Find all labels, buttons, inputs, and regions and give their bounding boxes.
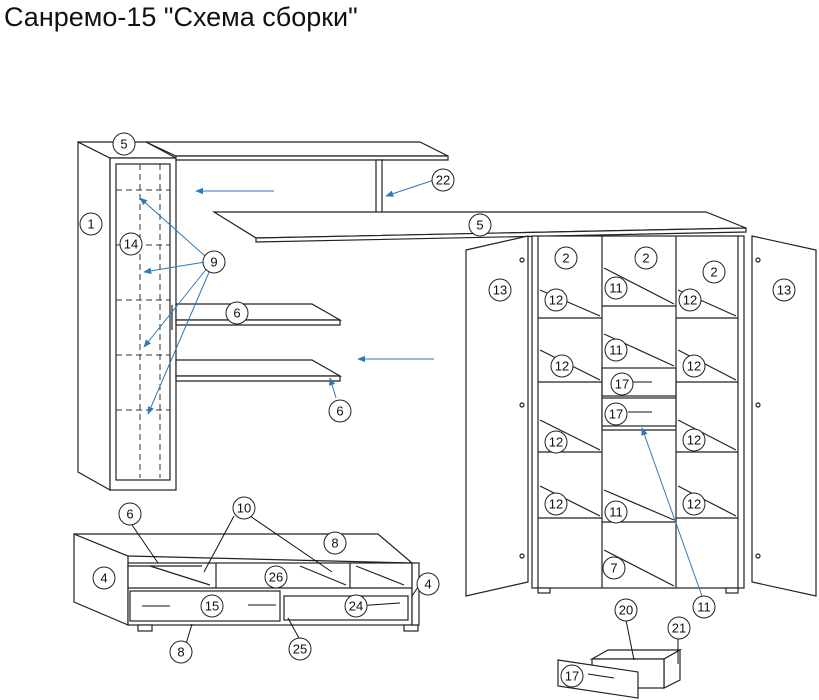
leader-lines xyxy=(129,515,679,664)
callout: 6 xyxy=(118,502,142,526)
svg-text:22: 22 xyxy=(436,173,450,188)
svg-text:12: 12 xyxy=(549,435,563,450)
callout: 8 xyxy=(323,531,347,555)
svg-text:17: 17 xyxy=(565,669,579,684)
svg-text:6: 6 xyxy=(336,404,343,419)
svg-text:9: 9 xyxy=(210,255,217,270)
callout: 11 xyxy=(604,338,628,362)
callout: 12 xyxy=(682,354,706,378)
svg-text:26: 26 xyxy=(269,570,283,585)
callout: 5 xyxy=(468,213,492,237)
wall-shelves xyxy=(175,303,343,382)
callout: 1 xyxy=(79,212,103,236)
svg-text:12: 12 xyxy=(687,497,701,512)
callout: 24 xyxy=(344,594,368,618)
svg-text:12: 12 xyxy=(555,359,569,374)
wall-shelf-top xyxy=(145,141,449,223)
callout: 22 xyxy=(431,168,455,192)
callout: 12 xyxy=(550,354,574,378)
callout: 4 xyxy=(92,566,116,590)
callout: 2 xyxy=(554,246,578,270)
svg-text:11: 11 xyxy=(609,343,623,358)
tv-stand xyxy=(73,533,420,632)
callout: 12 xyxy=(678,288,702,312)
svg-text:6: 6 xyxy=(126,507,133,522)
svg-text:4: 4 xyxy=(424,577,431,592)
callout: 2 xyxy=(702,260,726,284)
svg-text:8: 8 xyxy=(331,536,338,551)
callout: 13 xyxy=(772,278,796,302)
svg-text:21: 21 xyxy=(672,621,686,636)
svg-text:14: 14 xyxy=(124,237,138,252)
callout: 11 xyxy=(692,595,716,619)
callout: 12 xyxy=(544,492,568,516)
svg-text:11: 11 xyxy=(609,505,623,520)
callout: 11 xyxy=(604,276,628,300)
svg-text:12: 12 xyxy=(687,433,701,448)
callout: 6 xyxy=(328,399,352,423)
svg-text:20: 20 xyxy=(619,603,633,618)
callout: 7 xyxy=(602,556,626,580)
callout: 17 xyxy=(604,402,628,426)
callout: 12 xyxy=(682,492,706,516)
callout: 25 xyxy=(288,637,312,661)
diagram-title: Санремо-15 "Схема сборки" xyxy=(4,2,358,32)
callout: 17 xyxy=(560,664,584,688)
svg-text:2: 2 xyxy=(642,251,649,266)
svg-text:4: 4 xyxy=(100,571,107,586)
callout: 17 xyxy=(610,372,634,396)
svg-text:1: 1 xyxy=(87,217,94,232)
wardrobe xyxy=(465,235,817,597)
svg-text:11: 11 xyxy=(697,600,711,615)
svg-text:15: 15 xyxy=(205,599,219,614)
svg-text:7: 7 xyxy=(610,561,617,576)
callout: 10 xyxy=(232,496,256,520)
callout: 12 xyxy=(544,288,568,312)
svg-text:12: 12 xyxy=(549,497,563,512)
svg-text:17: 17 xyxy=(615,377,629,392)
svg-text:5: 5 xyxy=(120,137,127,152)
svg-text:17: 17 xyxy=(609,407,623,422)
callout: 4 xyxy=(416,572,440,596)
callout: 6 xyxy=(225,301,249,325)
svg-text:13: 13 xyxy=(493,283,507,298)
svg-text:12: 12 xyxy=(687,359,701,374)
callout: 8 xyxy=(169,640,193,664)
svg-text:5: 5 xyxy=(476,218,483,233)
callout: 12 xyxy=(682,428,706,452)
svg-text:11: 11 xyxy=(609,281,623,296)
svg-text:10: 10 xyxy=(237,501,251,516)
tall-glass-cabinet xyxy=(77,141,177,492)
callout: 11 xyxy=(604,500,628,524)
svg-text:8: 8 xyxy=(177,645,184,660)
callout: 2 xyxy=(634,246,658,270)
callout: 20 xyxy=(614,598,638,622)
svg-text:24: 24 xyxy=(349,599,363,614)
callout: 21 xyxy=(667,616,691,640)
callout: 13 xyxy=(488,278,512,302)
callout: 9 xyxy=(202,250,226,274)
svg-text:12: 12 xyxy=(549,293,563,308)
callout: 26 xyxy=(264,565,288,589)
svg-text:6: 6 xyxy=(233,306,240,321)
callout: 12 xyxy=(544,430,568,454)
callout: 15 xyxy=(200,594,224,618)
svg-text:2: 2 xyxy=(710,265,717,280)
callout: 5 xyxy=(112,132,136,156)
svg-text:25: 25 xyxy=(293,642,307,657)
callout: 14 xyxy=(119,232,143,256)
svg-text:2: 2 xyxy=(562,251,569,266)
callouts: 1 2 2 2 4 4 5 5 6 6 6 7 8 8 9 10 11 11 1… xyxy=(79,132,796,688)
svg-text:12: 12 xyxy=(683,293,697,308)
svg-text:13: 13 xyxy=(777,283,791,298)
direction-arrows xyxy=(139,179,703,597)
